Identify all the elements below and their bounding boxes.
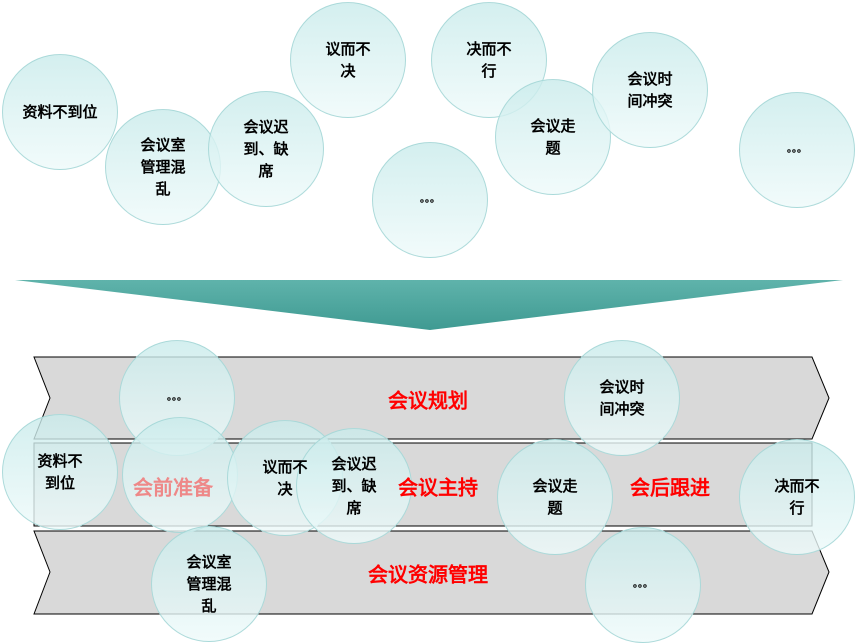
problem-bubble-circle [2,54,118,170]
problem-bubble-circle [105,109,221,225]
problem-bubble-circle [372,142,488,258]
down-arrow [15,280,843,330]
problem-bubble-circle [564,340,680,456]
problem-bubble-circle [151,526,267,642]
problem-bubble-circle [208,91,324,207]
problem-bubble-circle [585,527,701,643]
stage-hosting: 会议主持 [398,475,478,500]
problem-bubble-circle [592,32,708,148]
problem-bubble-circle [739,92,855,208]
problem-bubble-circle [739,439,855,555]
problem-bubble-circle [495,79,611,195]
stage-planning: 会议规划 [388,388,468,413]
problem-bubble-circle [290,2,406,118]
problem-bubble-circle [2,414,118,530]
stage-follow-up: 会后跟进 [630,475,710,500]
stage-resources: 会议资源管理 [368,562,488,587]
problem-bubble-circle [497,439,613,555]
stage-pre-meeting: 会前准备 [133,475,213,500]
problem-bubble-circle [296,428,412,544]
